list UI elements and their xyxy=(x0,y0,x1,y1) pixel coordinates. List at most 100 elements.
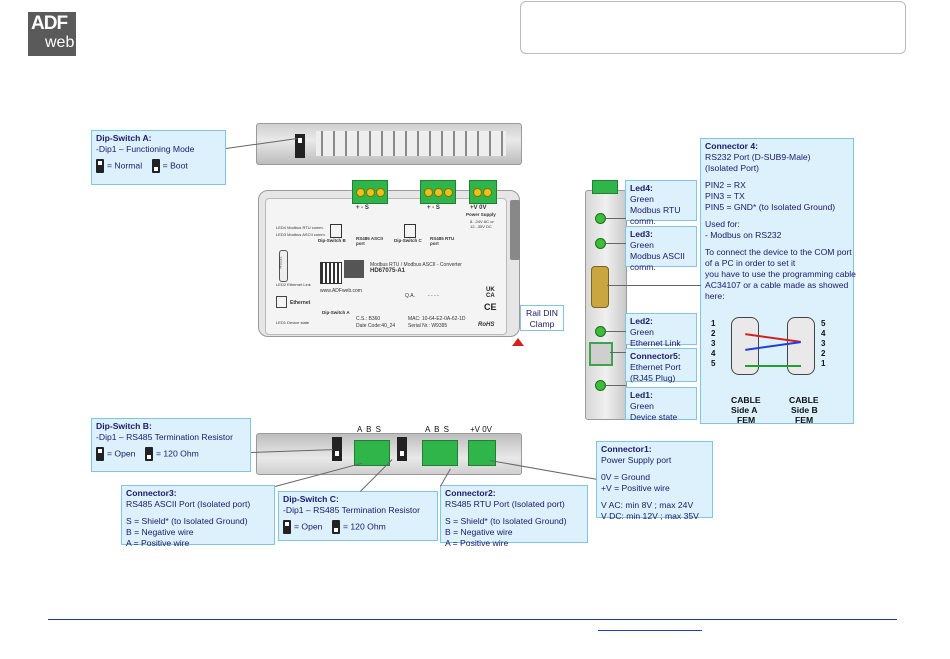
rail-clamp-arrow-icon xyxy=(512,338,524,346)
callout-connector1: Connector1: Power Supply port 0V = Groun… xyxy=(596,441,713,521)
led1-line2: Device state xyxy=(630,412,678,422)
led2-line1: Green xyxy=(630,327,654,337)
conn1-line3: +V = Positive wire xyxy=(601,483,670,493)
front-date-code: Date Code:40_24 xyxy=(356,323,396,329)
dipc-line1: -Dip1 – RS485 Termination Resistor xyxy=(283,505,420,515)
front-led2-label: LED2 Ethernet Link xyxy=(276,282,311,287)
leader-line xyxy=(607,285,701,286)
connector1-terminal[interactable] xyxy=(468,440,496,466)
dip-open-icon xyxy=(96,447,104,461)
front-led3-label: LED3 Modbus ASCII comm. xyxy=(276,232,326,237)
led2-line2: Ethernet Link xyxy=(630,338,681,348)
front-adfweb-logo xyxy=(344,260,364,278)
led1-line1: Green xyxy=(630,401,654,411)
leader-line xyxy=(604,331,626,332)
screw xyxy=(473,188,482,197)
bottom-pins-3: +V 0V xyxy=(470,425,493,434)
conn1-title: Connector1: xyxy=(601,444,652,454)
front-website: www.ADFweb.com xyxy=(320,288,362,294)
connector3-terminal[interactable] xyxy=(354,440,390,466)
conn4-line1: RS232 Port (D-SUB9-Male) xyxy=(705,152,811,162)
callout-connector5: Connector5: Ethernet Port (RJ45 Plug) xyxy=(625,348,697,383)
screw xyxy=(424,188,433,197)
front-model: HD67075-A1 xyxy=(370,268,406,274)
conn4-line2: (Isolated Port) xyxy=(705,163,759,173)
dip-switch-b-physical[interactable] xyxy=(332,437,342,461)
conn1-line4: V AC: min 8V ; max 24V xyxy=(601,500,694,510)
dipb-opt2: = 120 Ohm xyxy=(156,448,199,459)
dipb-opt1: = Open xyxy=(107,448,136,459)
conn4-line10: you have to use the programming cable xyxy=(705,269,856,279)
led4-line3: comm. xyxy=(630,216,656,226)
adfweb-logo: ADF web xyxy=(28,12,76,56)
dip-normal-icon xyxy=(96,159,104,173)
led1-title: Led1: xyxy=(630,390,653,400)
led4-line1: Green xyxy=(630,194,654,204)
dip-switch-c-physical[interactable] xyxy=(397,437,407,461)
conn4-line4: PIN3 = TX xyxy=(705,191,745,201)
ethernet-port-front[interactable] xyxy=(276,296,287,308)
dip-120ohm-icon xyxy=(332,520,340,534)
dip-boot-icon xyxy=(151,159,160,173)
front-ethernet-label: Ethernet xyxy=(290,300,311,306)
cable-b-label3: FEM xyxy=(795,415,814,425)
callout-dip-switch-b: Dip-Switch B: -Dip1 – RS485 Termination … xyxy=(91,418,251,472)
leader-line xyxy=(604,218,626,219)
callout-dip-switch-a: Dip-Switch A: -Dip1 – Functioning Mode =… xyxy=(91,130,226,185)
dip-switch-b-mini[interactable] xyxy=(330,224,342,238)
dip-switch-a-physical[interactable] xyxy=(295,134,305,158)
dip-switch-c-mini[interactable] xyxy=(404,224,416,238)
leader-line xyxy=(610,352,626,353)
callout-connector3: Connector3: RS485 ASCII Port (Isolated p… xyxy=(121,485,275,548)
conn4-line9: of a PC in order to set it xyxy=(705,258,796,268)
led3-line2: Modbus ASCII xyxy=(630,251,685,261)
rs232-port-front[interactable] xyxy=(279,250,288,282)
dipb-title: Dip-Switch B: xyxy=(96,421,152,431)
conn5-title: Connector5: xyxy=(630,351,681,361)
front-led1-label: LED1 Device state xyxy=(276,320,310,325)
conn3-title: Connector3: xyxy=(126,488,177,498)
conn2-line1: RS485 RTU Port (Isolated port) xyxy=(445,499,565,509)
callout-led3: Led3: Green Modbus ASCII comm. xyxy=(625,226,697,272)
header-box xyxy=(520,1,906,54)
callout-connector2: Connector2: RS485 RTU Port (Isolated por… xyxy=(440,485,588,548)
conn3-line4: A = Positive wire xyxy=(126,538,190,548)
dsub9-connector[interactable] xyxy=(591,266,609,308)
led3-line1: Green xyxy=(630,240,654,250)
footer-link-underline[interactable] xyxy=(598,630,702,631)
cable-a-label2: Side A xyxy=(731,405,758,415)
rail-line2: Clamp xyxy=(529,319,555,329)
conn5-line1: Ethernet Port xyxy=(630,362,681,372)
side-top-terminal xyxy=(592,180,618,194)
front-rs485-rtu-port: RS485 RTU port xyxy=(430,236,455,246)
cable-b-label2: Side B xyxy=(791,405,818,415)
dip-open-icon xyxy=(283,520,291,534)
logo-text-bottom: web xyxy=(45,34,75,51)
led3-title: Led3: xyxy=(630,229,653,239)
connector2-terminal[interactable] xyxy=(422,440,458,466)
callout-led2: Led2: Green Ethernet Link xyxy=(625,313,697,348)
front-serial: Serial Nr.: W9395 xyxy=(408,323,448,329)
conn1-line1: Power Supply port xyxy=(601,455,672,465)
front-power-range: 8...24V AC or 12...35V DC xyxy=(470,219,494,229)
screw xyxy=(444,188,453,197)
screw xyxy=(434,188,443,197)
front-dip-a-label: Dip-Switch A xyxy=(322,310,350,315)
dipc-title: Dip-Switch C: xyxy=(283,494,339,504)
conn4-line8: To connect the device to the COM port xyxy=(705,247,852,257)
logo-text-top: ADF xyxy=(31,13,68,34)
dipa-opt2: = Boot xyxy=(162,160,188,171)
conn2-line2: S = Shield* (to Isolated Ground) xyxy=(445,516,567,526)
conn2-title: Connector2: xyxy=(445,488,496,498)
rj45-connector[interactable] xyxy=(589,342,613,366)
conn3-line1: RS485 ASCII Port (Isolated port) xyxy=(126,499,251,509)
conn1-line5: V DC: min 12V ; max 35V xyxy=(601,511,699,521)
conn1-line2: 0V = Ground xyxy=(601,472,650,482)
cable-b-label1: CABLE xyxy=(789,395,819,405)
qr-code xyxy=(320,262,342,284)
dipc-opt1: = Open xyxy=(294,521,323,532)
front-power-supply: Power Supply xyxy=(466,212,496,217)
front-mac: MAC: 10-64-E2-0A-62-1D xyxy=(408,316,466,322)
front-cs: C.S.: B360 xyxy=(356,316,381,322)
